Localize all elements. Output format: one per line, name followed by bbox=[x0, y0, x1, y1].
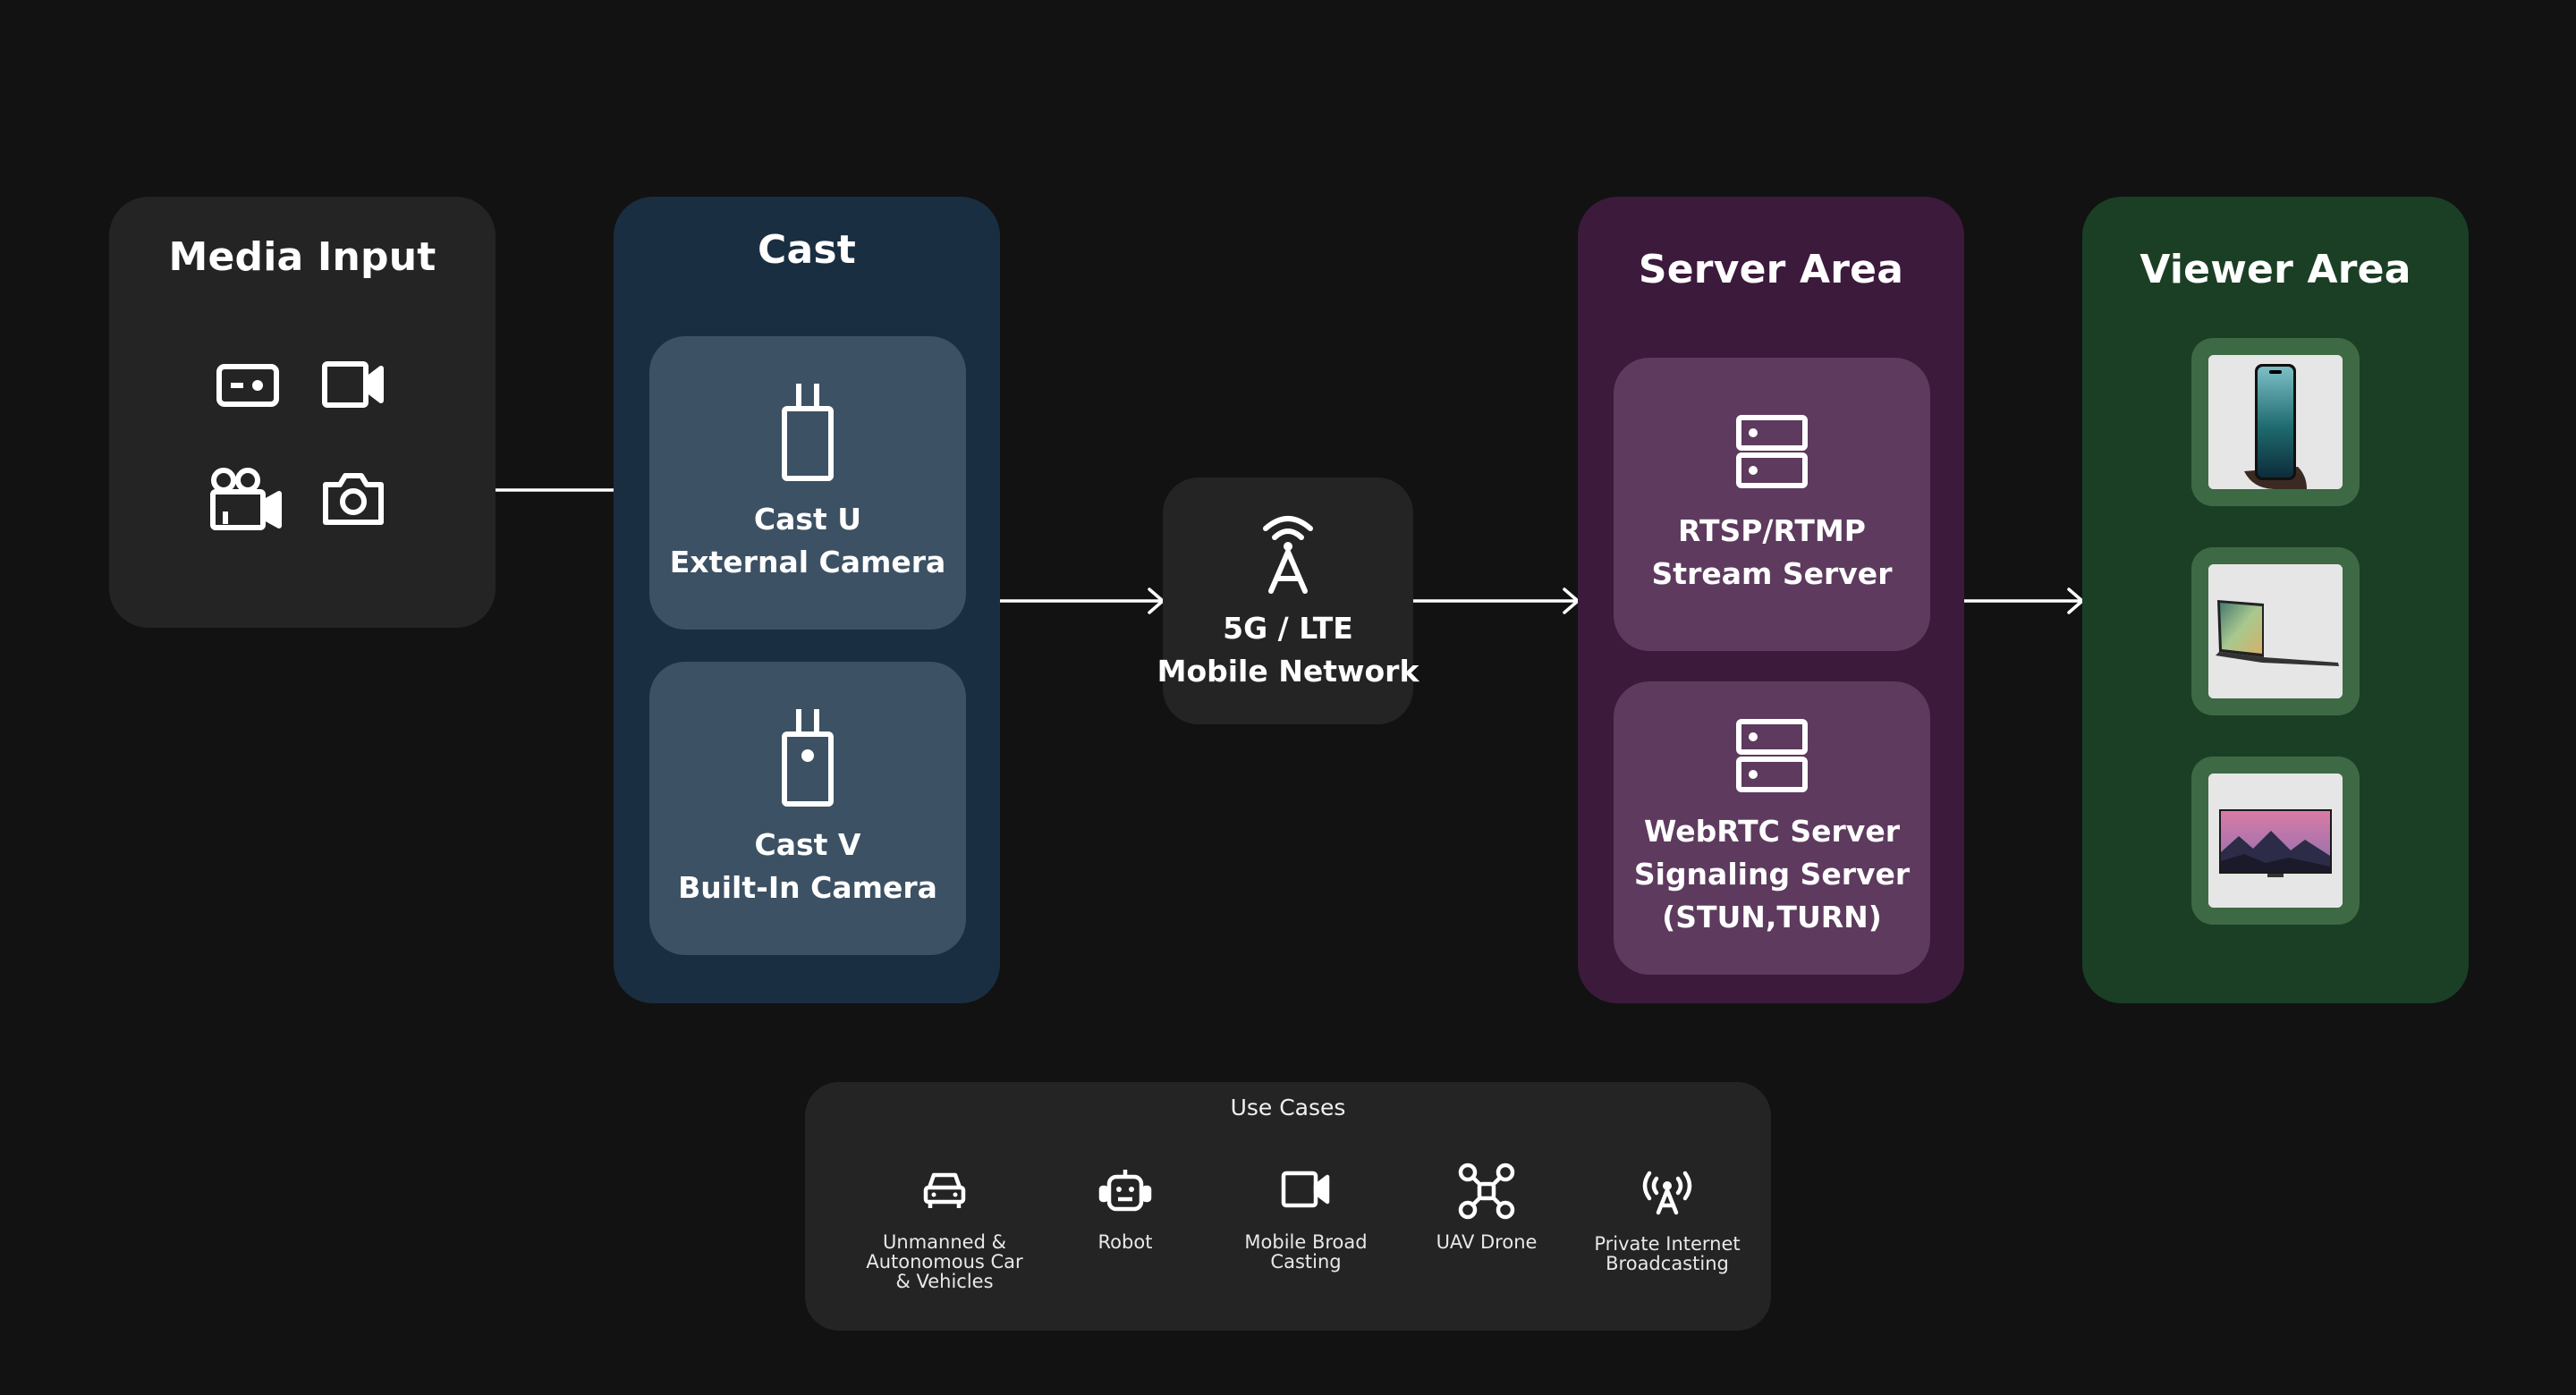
external-camera-device-icon bbox=[780, 382, 835, 482]
arrow-server-to-viewer bbox=[1962, 588, 2084, 614]
video-camera-icon bbox=[1281, 1168, 1331, 1211]
video-camera-icon bbox=[320, 358, 386, 411]
cast-v-card: Cast V Built-In Camera bbox=[649, 662, 966, 955]
car-icon bbox=[921, 1168, 968, 1211]
webrtc-server-line3: (STUN,TURN) bbox=[1662, 900, 1882, 934]
tv-image bbox=[2208, 774, 2343, 908]
use-case-private-broadcast: Private Internet Broadcasting bbox=[1582, 1166, 1752, 1273]
camera-box-icon bbox=[215, 358, 281, 411]
robot-icon bbox=[1098, 1168, 1152, 1213]
use-case-robot-label: Robot bbox=[1097, 1231, 1153, 1253]
cast-u-desc: External Camera bbox=[669, 545, 946, 579]
viewer-area-panel: Viewer Area bbox=[2082, 197, 2469, 1003]
laptop-device bbox=[2191, 547, 2360, 715]
arrow-cast-to-network bbox=[998, 588, 1165, 614]
tv-device bbox=[2191, 757, 2360, 925]
smartphone-image bbox=[2208, 355, 2343, 489]
builtin-camera-device-icon bbox=[780, 707, 835, 807]
webrtc-server-card: WebRTC Server Signaling Server (STUN,TUR… bbox=[1614, 681, 1930, 975]
cell-tower-icon bbox=[1258, 509, 1318, 595]
use-case-car: Unmanned & Autonomous Car & Vehicles bbox=[860, 1168, 1030, 1291]
rtsp-server-line1: RTSP/RTMP bbox=[1678, 513, 1866, 548]
media-input-panel: Media Input bbox=[109, 197, 496, 628]
drone-icon bbox=[1458, 1162, 1515, 1220]
cast-panel: Cast Cast U External Camera Cast V Built… bbox=[614, 197, 1000, 1003]
use-cases-title: Use Cases bbox=[1230, 1095, 1346, 1120]
use-case-private-broadcast-label: Private Internet Broadcasting bbox=[1594, 1233, 1741, 1274]
viewer-area-title: Viewer Area bbox=[2140, 247, 2411, 292]
use-case-mobile-broadcast-label: Mobile Broad Casting bbox=[1244, 1231, 1368, 1272]
use-case-drone: UAV Drone bbox=[1402, 1162, 1572, 1252]
use-case-drone-label: UAV Drone bbox=[1436, 1231, 1538, 1253]
cast-v-desc: Built-In Camera bbox=[678, 870, 937, 905]
rtsp-server-card: RTSP/RTMP Stream Server bbox=[1614, 358, 1930, 651]
use-case-car-label: Unmanned & Autonomous Car & Vehicles bbox=[866, 1231, 1023, 1292]
server-icon bbox=[1734, 413, 1809, 490]
arrow-network-to-server bbox=[1411, 588, 1580, 614]
use-case-mobile-broadcast: Mobile Broad Casting bbox=[1221, 1168, 1391, 1272]
webrtc-server-line2: Signaling Server bbox=[1633, 857, 1911, 892]
server-area-title: Server Area bbox=[1638, 247, 1904, 292]
server-area-panel: Server Area RTSP/RTMP Stream Server WebR… bbox=[1578, 197, 1964, 1003]
laptop-image bbox=[2208, 564, 2343, 698]
media-input-title: Media Input bbox=[168, 234, 436, 280]
cast-v-name: Cast V bbox=[754, 827, 861, 862]
network-desc: Mobile Network bbox=[1157, 654, 1419, 689]
network-box: 5G / LTE Mobile Network bbox=[1157, 478, 1419, 724]
use-case-robot: Robot bbox=[1040, 1168, 1210, 1252]
broadcast-antenna-icon bbox=[1639, 1166, 1696, 1216]
network-type: 5G / LTE bbox=[1223, 611, 1353, 646]
server-icon bbox=[1734, 717, 1809, 794]
webrtc-server-line1: WebRTC Server bbox=[1644, 814, 1900, 849]
smartphone-device bbox=[2191, 338, 2360, 506]
movie-camera-icon bbox=[208, 465, 284, 533]
cast-title: Cast bbox=[757, 227, 856, 273]
use-cases-panel: Use Cases Unmanned & Autonomous Car & Ve… bbox=[805, 1082, 1771, 1331]
cast-u-card: Cast U External Camera bbox=[649, 336, 966, 630]
photo-camera-icon bbox=[320, 469, 386, 528]
rtsp-server-line2: Stream Server bbox=[1651, 556, 1893, 591]
cast-u-name: Cast U bbox=[753, 502, 862, 537]
